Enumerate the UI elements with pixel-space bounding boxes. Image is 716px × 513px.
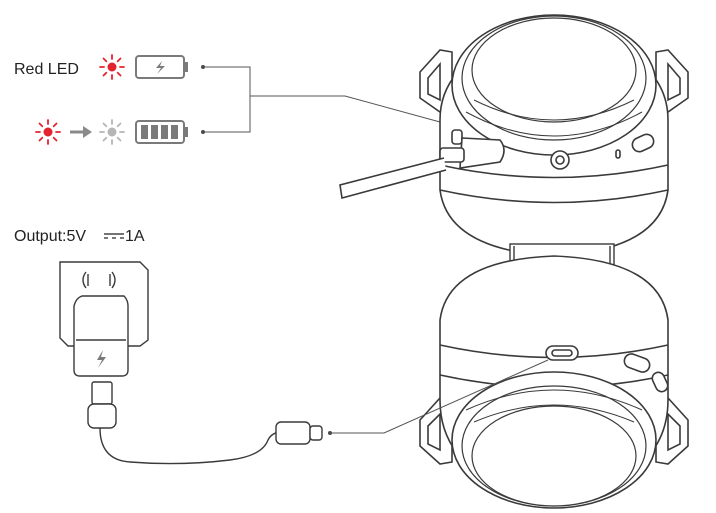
port-leader-line xyxy=(328,359,549,435)
usb-c-plug-bottom xyxy=(275,421,323,445)
power-adapter xyxy=(73,295,129,377)
usb-a-plug xyxy=(87,381,117,429)
usb-cable-top xyxy=(339,157,447,200)
usb-c-plug-top xyxy=(439,137,505,169)
charging-cable xyxy=(99,427,283,465)
lightning-icon xyxy=(97,350,106,368)
indicator-leader-lines xyxy=(205,66,441,133)
headphone-cup-bottom xyxy=(419,255,689,509)
output-current-label: 1A xyxy=(125,228,145,245)
battery-full-icon xyxy=(135,120,188,144)
output-label: Output:5V xyxy=(14,228,86,245)
red-led-icon xyxy=(35,119,61,145)
dc-symbol-icon xyxy=(104,233,124,239)
red-led-icon xyxy=(99,54,125,80)
battery-charging-icon xyxy=(135,55,188,79)
headphone-cup-top xyxy=(419,14,689,257)
grey-led-icon xyxy=(99,119,125,145)
red-led-label: Red LED xyxy=(14,61,79,78)
arrow-right-icon xyxy=(70,126,92,138)
